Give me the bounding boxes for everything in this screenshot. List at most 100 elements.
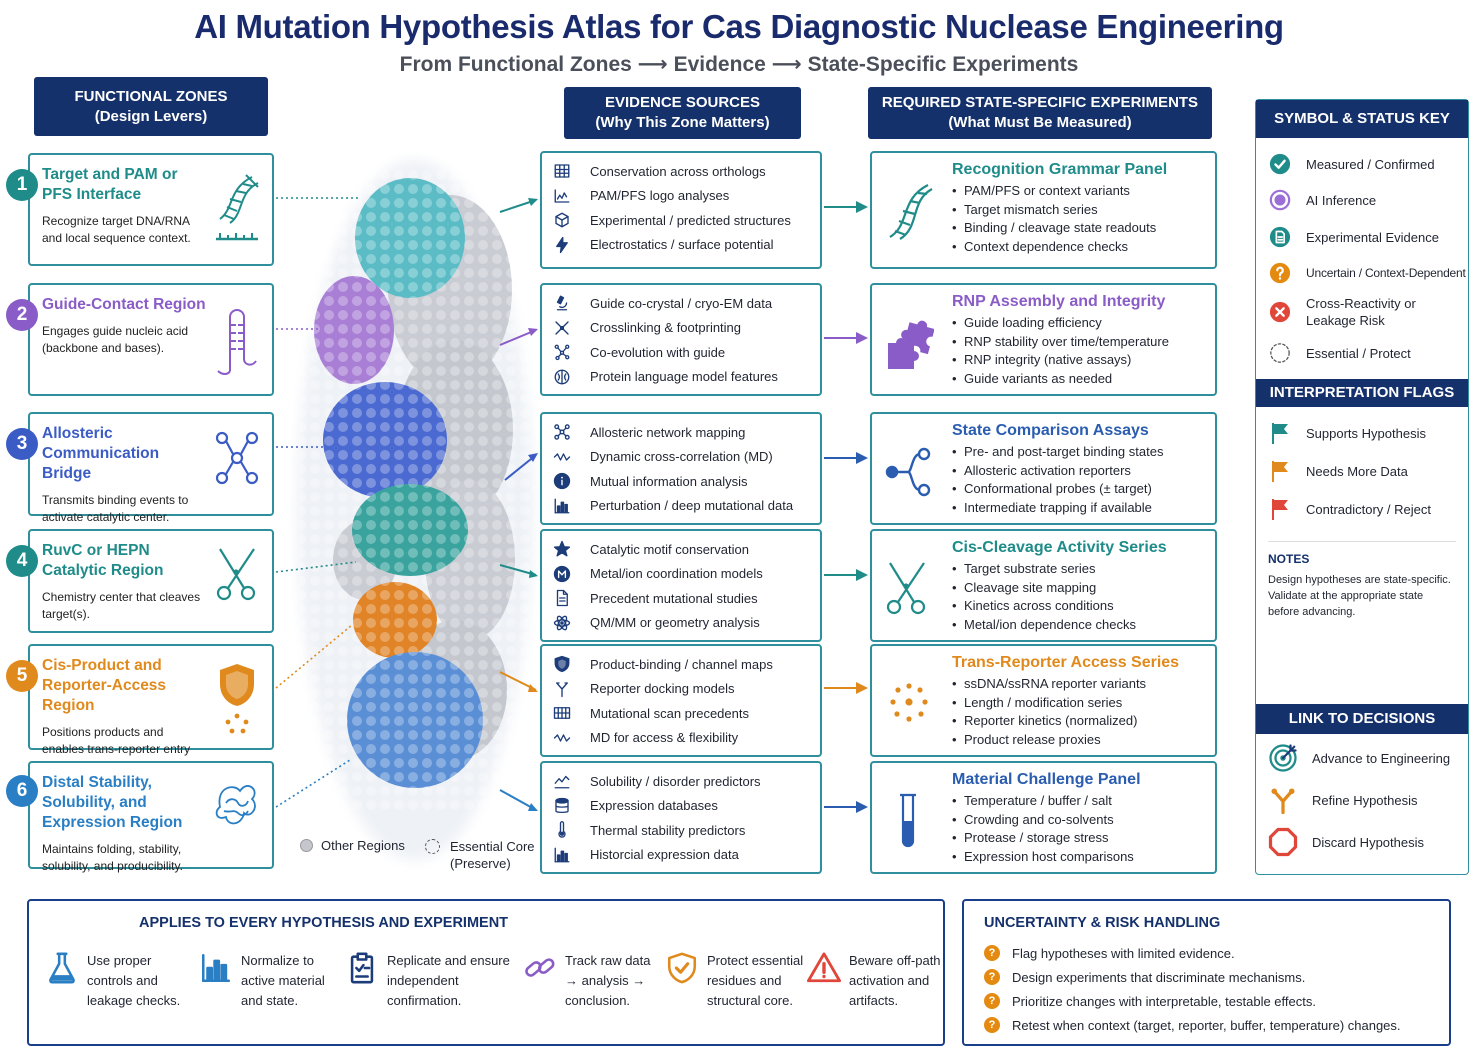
scissors-icon xyxy=(214,545,260,615)
experiment-item: Pre- and post-target binding states xyxy=(952,443,1205,462)
evidence-item-label: Conservation across orthologs xyxy=(590,163,766,179)
experiment-item: Kinetics across conditions xyxy=(952,597,1205,616)
evidence-item: PAM/PFS logo analyses xyxy=(552,184,810,209)
experiment-title: Cis-Cleavage Activity Series xyxy=(952,539,1167,556)
evidence-item-label: Solubility / disorder predictors xyxy=(590,773,761,789)
experiments-header-subtitle: (What Must Be Measured) xyxy=(948,114,1132,131)
flag-item-label: Needs More Data xyxy=(1306,463,1408,479)
evidence-item: Thermal stability predictors xyxy=(552,818,810,843)
line-chart-icon xyxy=(552,771,572,791)
evidence-item-label: Precedent mutational studies xyxy=(590,590,758,606)
document-icon xyxy=(552,588,572,608)
key-item-label: AI Inference xyxy=(1306,192,1377,208)
uncertainty-item-text: Prioritize changes with interpretable, t… xyxy=(1012,993,1316,1009)
evidence-item-label: Guide co-crystal / cryo-EM data xyxy=(590,295,773,311)
experiment-item: Target mismatch series xyxy=(952,201,1205,220)
experiment-title: RNP Assembly and Integrity xyxy=(952,293,1166,310)
evidence-item: Co-evolution with guide xyxy=(552,340,810,365)
evidence-item: Precedent mutational studies xyxy=(552,586,810,611)
decision-item[interactable]: Refine Hypothesis xyxy=(1256,786,1468,815)
evidence-item-label: Protein language model features xyxy=(590,369,778,385)
evidence-item: Perturbation / deep mutational data xyxy=(552,494,810,519)
zone-title: Guide-Contact Region xyxy=(42,296,206,313)
evidence-item: MD for access & flexibility xyxy=(552,726,810,751)
zone-number-badge: 4 xyxy=(6,545,38,577)
zone-number-badge: 1 xyxy=(6,169,38,201)
evidence-item: Expression databases xyxy=(552,794,810,819)
uncertainty-item: ?Design experiments that discriminate me… xyxy=(984,965,1429,989)
evidence-item-label: Dynamic cross-correlation (MD) xyxy=(590,449,773,465)
fork-icon xyxy=(552,679,572,699)
metal-icon xyxy=(552,564,572,584)
evidence-item-label: Catalytic motif conservation xyxy=(590,541,749,557)
zone-title: Target and PAM or PFS Interface xyxy=(42,166,178,203)
key-item: AI Inference xyxy=(1256,188,1468,212)
bolt-icon xyxy=(552,235,572,255)
notes-section: NOTES Design hypotheses are state-specif… xyxy=(1268,541,1456,620)
experiment-item: Reporter kinetics (normalized) xyxy=(952,712,1205,731)
database-icon xyxy=(552,796,572,816)
uncertainty-panel: UNCERTAINTY & RISK HANDLING ?Flag hypoth… xyxy=(962,899,1451,1046)
info-icon xyxy=(552,471,572,491)
experiment-card-4[interactable]: Cis-Cleavage Activity SeriesTarget subst… xyxy=(870,529,1217,642)
evidence-item: Reporter docking models xyxy=(552,677,810,702)
page-subtitle: From Functional Zones ⟶ Evidence ⟶ State… xyxy=(399,53,1079,76)
logo-chart-icon xyxy=(552,186,572,206)
evidence-item-label: Electrostatics / surface potential xyxy=(590,237,774,253)
experiment-card-1[interactable]: Recognition Grammar PanelPAM/PFS or cont… xyxy=(870,151,1217,269)
check-icon xyxy=(1268,152,1292,176)
evidence-item-label: Allosteric network mapping xyxy=(590,424,746,440)
evidence-item: Catalytic motif conservation xyxy=(552,537,810,562)
decision-item[interactable]: Discard Hypothesis xyxy=(1256,827,1468,857)
experiment-list: Temperature / buffer / saltCrowding and … xyxy=(952,792,1205,866)
experiment-item: Allosteric activation reporters xyxy=(952,462,1205,481)
experiment-title: Material Challenge Panel xyxy=(952,771,1141,788)
experiment-item: Binding / cleavage state readouts xyxy=(952,219,1205,238)
uncertainty-title: UNCERTAINTY & RISK HANDLING xyxy=(984,915,1221,931)
flag-item: Needs More Data xyxy=(1256,459,1468,483)
evidence-item: Historcial expression data xyxy=(552,843,810,868)
hairpin-icon xyxy=(214,299,260,375)
key-item: Cross-Reactivity or Leakage Risk xyxy=(1256,295,1468,329)
zone-number-badge: 3 xyxy=(6,428,38,460)
evidence-item: Mutational scan precedents xyxy=(552,701,810,726)
evidence-item-label: Thermal stability predictors xyxy=(590,822,746,838)
evidence-item: Crosslinking & footprinting xyxy=(552,316,810,341)
zone-card-6[interactable]: Distal Stability, Solubility, and Expres… xyxy=(28,761,274,873)
experiment-card-5[interactable]: Trans-Reporter Access SeriesssDNA/ssRNA … xyxy=(870,644,1217,757)
wave-icon xyxy=(552,447,572,467)
network-icon xyxy=(552,422,572,442)
experiment-card-6[interactable]: Material Challenge PanelTemperature / bu… xyxy=(870,761,1217,874)
legend-core-label: Essential Core (Preserve) xyxy=(450,839,535,871)
zone-number-badge: 6 xyxy=(6,775,38,807)
key-item-label: Experimental Evidence xyxy=(1306,229,1439,245)
applies-item: Beware off-path activation and artifacts… xyxy=(807,951,949,1011)
doc-evidence-icon xyxy=(1268,225,1292,249)
evidence-item-label: Product-binding / channel maps xyxy=(590,656,773,672)
link-icon xyxy=(523,951,557,991)
experiment-item: Length / modification series xyxy=(952,694,1205,713)
decision-item-label: Discard Hypothesis xyxy=(1312,834,1424,850)
page-title: AI Mutation Hypothesis Atlas for Cas Dia… xyxy=(194,8,1284,45)
key-item-label: Essential / Protect xyxy=(1306,345,1411,361)
experiment-item: Context dependence checks xyxy=(952,238,1205,257)
evidence-item-label: Historcial expression data xyxy=(590,847,739,863)
experiment-card-3[interactable]: State Comparison AssaysPre- and post-tar… xyxy=(870,412,1217,525)
experiment-card-2[interactable]: RNP Assembly and IntegrityGuide loading … xyxy=(870,283,1217,396)
experiment-title: Trans-Reporter Access Series xyxy=(952,654,1180,671)
legend-other-label: Other Regions xyxy=(321,838,405,853)
decision-item[interactable]: Advance to Engineering xyxy=(1256,744,1468,772)
zone-number-badge: 5 xyxy=(6,660,38,692)
